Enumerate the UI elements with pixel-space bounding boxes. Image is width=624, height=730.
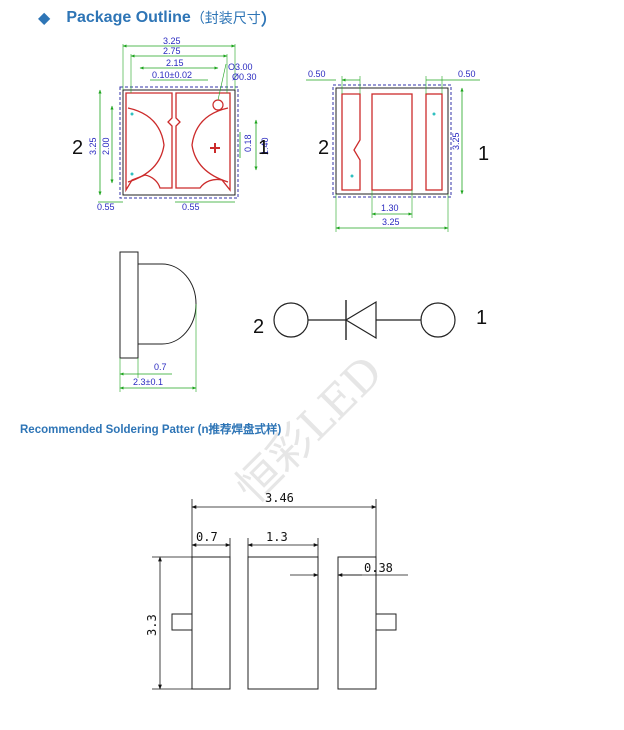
top-pin-1: 1 (258, 137, 269, 159)
diode-symbol: 2 1 (253, 300, 487, 340)
top-dim-055-right: 0.55 (182, 202, 200, 212)
top-dim-325: 3.25 (163, 36, 181, 46)
top-pin-2: 2 (72, 137, 83, 159)
bottom-dim-height-325: 3.25 (451, 132, 461, 150)
solder-dim-13: 1.3 (266, 530, 288, 544)
solder-pad-right (337, 556, 377, 690)
symbol-terminal-2 (273, 302, 309, 338)
solder-dim-346: 3.46 (265, 491, 294, 505)
side-dim-23: 2.3±0.1 (133, 377, 163, 387)
top-view-outline (122, 89, 236, 196)
top-view: 3.25 2.75 2.15 0.10±0.02 Ο3.00 Ø0.30 3.2… (72, 36, 270, 212)
top-view-left-pad (125, 92, 173, 193)
top-view-outline-dashed (119, 86, 239, 199)
solder-pad-left (191, 556, 231, 690)
side-view-dome (138, 263, 197, 345)
top-dim-215: 2.15 (166, 58, 184, 68)
bottom-dim-050-left: 0.50 (308, 69, 326, 79)
solder-pad-center (247, 556, 319, 690)
bottom-pin-1: 1 (478, 143, 489, 165)
soldering-section-title: Recommended Soldering Patter (n推荐焊盘式样) (20, 424, 282, 436)
bottom-view-right-pad (425, 93, 443, 191)
side-view-body (119, 251, 139, 359)
bottom-dim-130: 1.30 (381, 203, 399, 213)
solder-dim-07: 0.7 (196, 530, 218, 544)
side-dim-07: 0.7 (154, 362, 167, 372)
top-dim-275: 2.75 (163, 46, 181, 56)
bottom-pin-2: 2 (318, 137, 329, 159)
top-view-left-arc (127, 107, 165, 183)
solder-tab-right (375, 613, 397, 631)
symbol-pin-2: 2 (253, 316, 264, 338)
side-view: 0.7 2.3±0.1 (119, 251, 197, 392)
symbol-pin-1: 1 (476, 307, 487, 329)
top-dim-circle-300: Ο3.00 (228, 62, 253, 72)
top-view-right-arc (191, 107, 229, 183)
top-dim-018: 0.18 (243, 134, 253, 152)
top-dim-055-left: 0.55 (97, 202, 115, 212)
bottom-dim-050-right: 0.50 (458, 69, 476, 79)
bottom-view-outline-dashed (332, 84, 452, 198)
title-english: Package Outline (66, 9, 191, 26)
top-dim-140: 1.40 (260, 137, 270, 155)
symbol-triangle (344, 300, 377, 340)
diamond-bullet-icon: ◆ (38, 10, 51, 27)
bottom-view: 0.50 0.50 3.25 1.30 3.25 2 1 (306, 69, 489, 232)
top-dim-height-325: 3.25 (88, 137, 98, 155)
bottom-view-left-pad (341, 93, 361, 191)
bottom-dim-width-325: 3.25 (382, 217, 400, 227)
solder-dim-038: 0.38 (364, 561, 393, 575)
symbol-terminal-1 (420, 302, 456, 338)
soldering-pattern: 3.46 0.7 1.3 0.38 3.3 (145, 491, 408, 690)
solder-tab-left (171, 613, 193, 631)
bottom-view-center-pad (371, 93, 413, 191)
section-title: ◆ Package Outline （封装尺寸 ） (38, 6, 277, 30)
top-dim-010: 0.10±0.02 (152, 70, 192, 80)
top-view-hole (212, 99, 224, 111)
top-view-plus-mark (210, 143, 220, 153)
top-dim-height-200: 2.00 (101, 137, 111, 155)
bottom-view-outline (335, 87, 449, 195)
title-chinese: （封装尺寸 (190, 10, 261, 26)
title-close-paren: ） (260, 12, 277, 29)
top-dim-hole-030: Ø0.30 (232, 72, 257, 82)
solder-dim-33: 3.3 (145, 614, 159, 636)
top-view-right-pad (175, 92, 231, 192)
